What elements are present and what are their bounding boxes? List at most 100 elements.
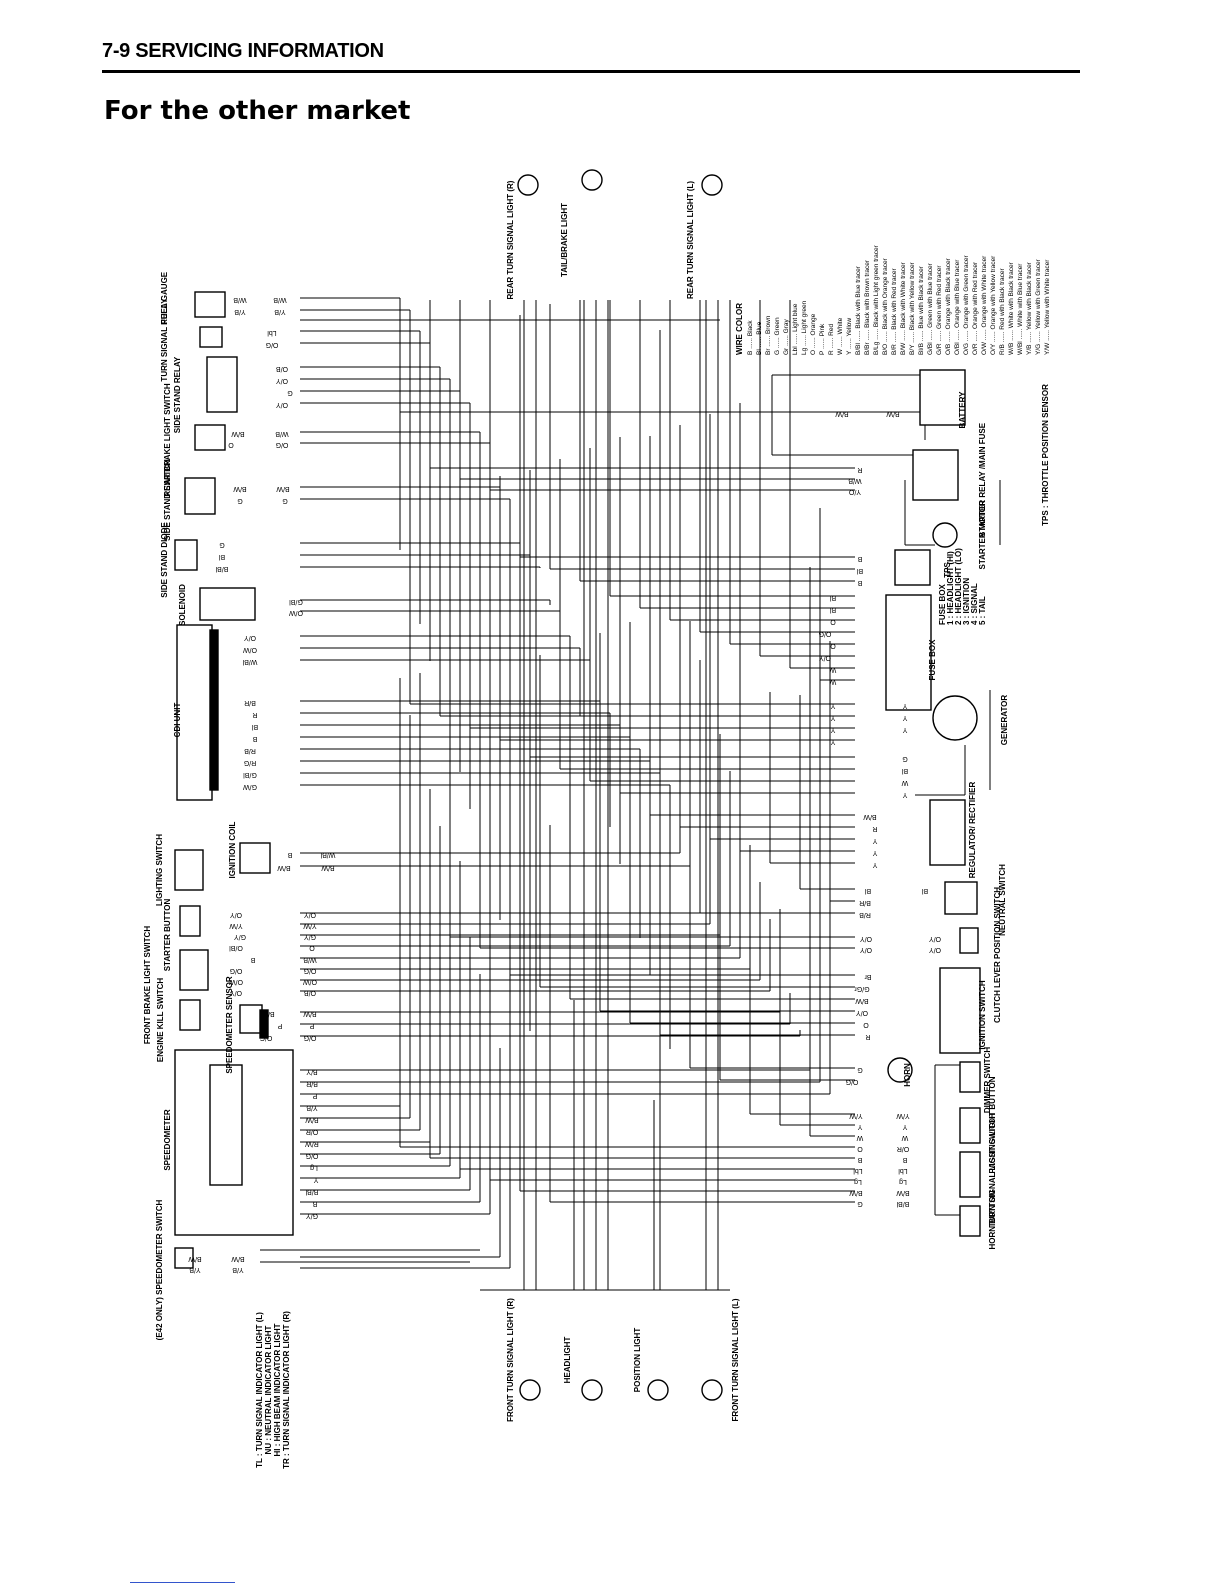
wire-label: Y/O [848,488,861,495]
wire-color-entry: O/R ...... Orange with Red tracer [972,261,979,355]
dimmer-switch-label: DIMMER SWITCH [983,1047,992,1113]
wire-label: Y/B [274,308,286,315]
wire-label: O/Y [276,377,288,384]
wire-label: R/B [244,747,256,754]
wire-color-entry: W/Bl ...... White with Blue tracer [1017,263,1024,355]
turn-signal-light-switch-label: TURN SIGNAL LIGHT SWITCH [988,1113,997,1228]
wire-label: B/W [261,1010,275,1017]
front-brake-switch-box [179,949,209,991]
wire-label: B/W [855,997,869,1004]
wire-label: Y/W [849,1112,863,1119]
wire-label: B [857,555,862,562]
neutral-switch-label: NEUTRAL SWITCH [998,864,1007,936]
fuel-gauge-label: FUEL GAUGE [160,271,169,324]
wire-label: O/Y [819,654,831,661]
horn-label: HORN [903,1063,912,1087]
fuse-box-legend-line: 1 : HEADLIGHT (HI) [946,551,955,625]
speedometer-label: SPEEDOMETER [163,1109,172,1171]
indicator-legend-line: HI : HIGH BEAM INDICATOR LIGHT [273,1323,282,1456]
wire-label: O/R [897,1145,909,1152]
cdi-unit-box [176,624,213,801]
wire-label: O/G [306,1152,319,1159]
wire-label: O/G [304,967,317,974]
wire-label: O/W [229,978,243,985]
wire-label: B/W [321,864,335,871]
regulator-rectifier-box [929,799,966,866]
wire-color-entry: O/Y ...... Orange with Yellow tracer [990,255,997,355]
component-shapes [174,291,981,1269]
wire-label: Y/W [896,1112,910,1119]
fuse-box-legend-line: 5 : TAIL [978,596,987,625]
wire-label: G/Gr [854,985,870,992]
indicator-legend-line: TL : TURN SIGNAL INDICATOR LIGHT (L) [255,1312,264,1468]
wire-color-entry: B/Bl ...... Black with Blue tracer [855,265,862,355]
wire-label: B/Bl [896,1200,909,1207]
wire-label: W [856,1134,863,1141]
wire-label: O/Bl [229,944,243,951]
rear-turn-signal-r-label: REAR TURN SIGNAL LIGHT (R) [506,180,515,299]
passing-light-button-label: PASSING LIGHT BUTTON [988,1076,997,1173]
wire-label: Y [902,791,907,798]
side-stand-switch-label: SIDE STAND SWITCH [163,459,172,541]
wire-label: G [857,1200,862,1207]
wire-label: O/B [276,365,288,372]
wire-label: Y/W [303,922,317,929]
wire-label: Y [902,714,907,721]
side-stand-relay-box [206,356,238,413]
wire-label: O/Y [230,989,242,996]
tail-brake-label: TAIL/BRAKE LIGHT [560,203,569,277]
starter-motor-label: STARTER MOTOR [978,500,987,569]
wire-color-entry: Y/W ...... Yellow with White tracer [1044,259,1051,355]
wire-label: W/B [233,296,247,303]
wire-label: O [228,441,234,448]
wire-label: B [312,1200,317,1207]
wire-label: Bl [829,594,836,601]
wire-label: O [863,1021,869,1028]
fuse-box-label: FUSE BOX [928,639,937,681]
cdi-unit-connector [209,629,219,791]
wire-label: O/Y [929,946,941,953]
wire-label: B/W [863,813,877,820]
wire-color-entry: Y/B ...... Yellow with Black tracer [1026,261,1033,355]
horn-button-box [959,1205,981,1237]
wire-label: B/Y [306,1068,318,1075]
wire-label: G [237,497,242,504]
wire-label: O/Y [860,935,872,942]
front-brake-light-switch-label: FRONT BRAKE LIGHT SWITCH [143,926,152,1044]
wire-label: W/B [275,430,289,437]
wire-label: P [277,1022,282,1029]
wire-color-entry: G/R ...... Green with Red tracer [936,265,943,355]
wire-label: Y [313,1176,318,1183]
ignition-coil-label: IGNITION COIL [228,821,237,878]
wire-label: B/W [188,1255,202,1262]
wire-label: O/Y [860,946,872,953]
wire-label: G [857,1066,862,1073]
connector-block [259,1009,269,1039]
speedometer-switch-box [174,1247,194,1269]
wire-label: Bl [921,887,928,894]
fuse-box [885,594,932,711]
horn-button-label: HORN BUTTON [988,1190,997,1249]
wire-label: O/G [276,441,289,448]
wire-label: R/W [305,1140,319,1147]
wire-color-entry: Y/G ...... Yellow with Green tracer [1035,258,1042,355]
wire-color-entry: B/Lg ...... Black with Light green trace… [873,244,880,355]
turn-signal-switch-box [959,1151,981,1198]
wire-label: O/Y [304,911,316,918]
speedometer-gauge [209,1064,243,1186]
wire-label: Bl [218,553,225,560]
wire-color-entry: R/B ...... Red with Black tracer [999,267,1006,355]
wire-label: Lg [899,1178,907,1185]
wire-label: Bl [829,606,836,613]
side-stand-switch-box [184,477,216,515]
wire-label: R [865,1033,870,1040]
wire-label: B [287,851,292,858]
wire-label: Y/B [306,1104,318,1111]
wire-color-title: WIRE COLOR [735,303,744,355]
indicator-legend-line: TR : TURN SIGNAL INDICATOR LIGHT (R) [282,1311,291,1469]
wire-label: O/G [266,341,279,348]
wire-label: P [309,1022,314,1029]
front-turn-signal-r-bulb [519,1379,541,1401]
position-light-bulb [647,1379,669,1401]
